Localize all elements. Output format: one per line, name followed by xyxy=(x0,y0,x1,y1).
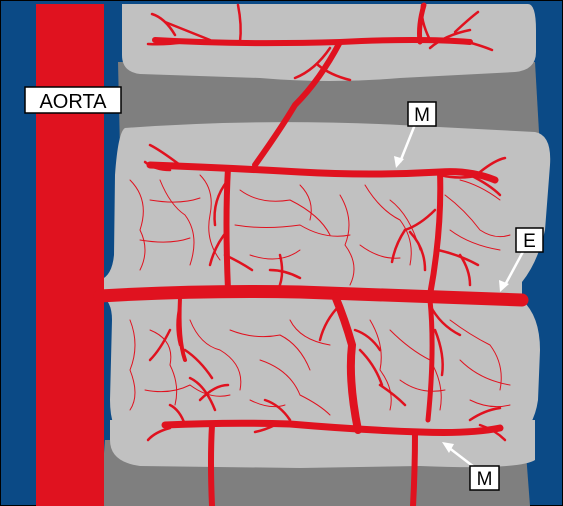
aorta-label-text: AORTA xyxy=(39,91,107,113)
aorta-label: AORTA xyxy=(25,87,121,113)
equatorial-artery xyxy=(100,292,522,301)
metaphyseal-upper-label-text: M xyxy=(414,105,430,126)
equatorial-label-text: E xyxy=(523,231,536,252)
metaphyseal-lower-label-text: M xyxy=(477,469,493,490)
aorta-vessel xyxy=(36,4,104,506)
